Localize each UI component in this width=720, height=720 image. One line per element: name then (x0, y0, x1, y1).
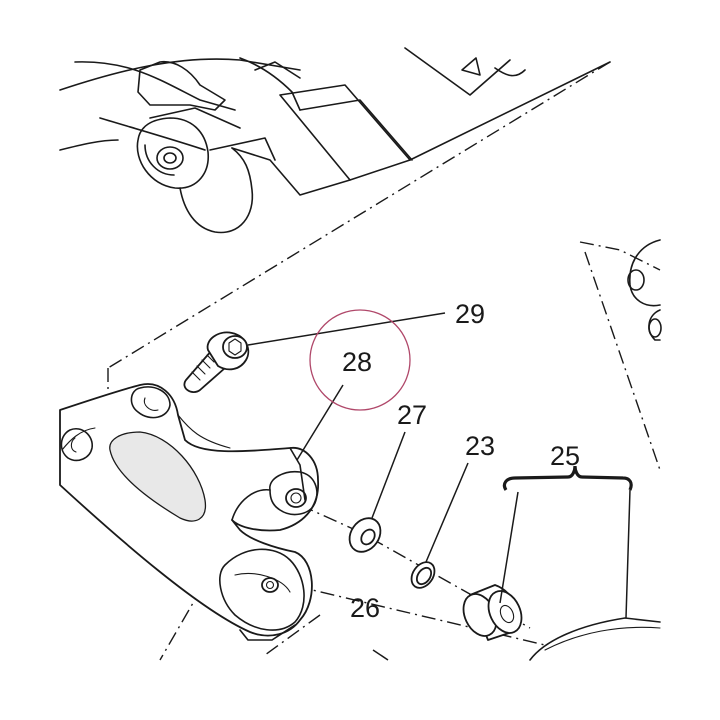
callout-26: 26 (350, 593, 380, 623)
linkage-arm (59, 383, 319, 641)
highlight-circle-28 (309, 309, 411, 411)
part-23-ring (410, 561, 436, 589)
lower-right-mount (529, 617, 661, 661)
upper-frame-assembly (59, 47, 611, 234)
callout-28: 28 (342, 347, 372, 377)
callout-29: 29 (455, 299, 485, 329)
callout-23: 23 (465, 431, 495, 461)
part-29-bolt (183, 331, 250, 393)
callout-25: 25 (550, 441, 580, 471)
part-27-washer (348, 517, 382, 553)
part-25-bushing (462, 584, 523, 641)
right-edge-bracket (627, 239, 662, 341)
callout-27: 27 (397, 400, 427, 430)
leader-lines (247, 312, 633, 661)
callout-labels: 29 28 27 23 25 26 (342, 299, 580, 623)
